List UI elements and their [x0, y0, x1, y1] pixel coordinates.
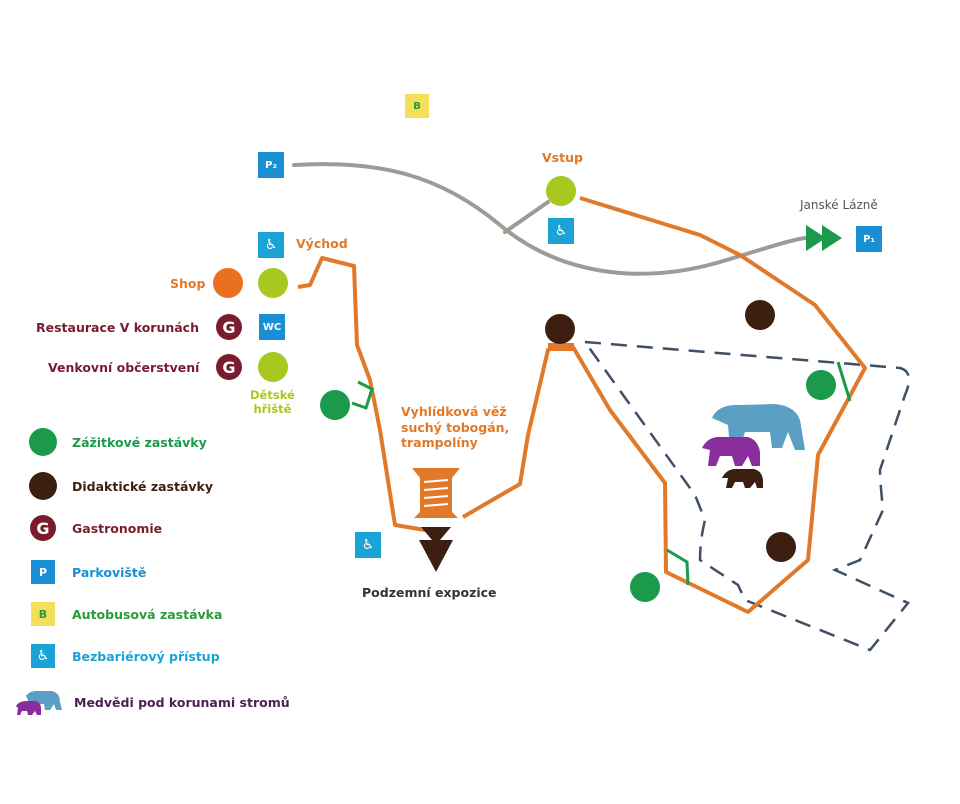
legend-label: Medvědi pod korunami stromů	[74, 694, 290, 710]
janske-lazne-label: Janské Lázně	[800, 198, 878, 212]
tower-label: Vyhlídková věž suchý tobogán, trampolíny	[401, 404, 510, 451]
parking-icon: P	[31, 560, 55, 584]
parking-1-marker[interactable]: P₁	[856, 226, 882, 252]
legend-item: Medvědi pod korunami stromů	[14, 688, 290, 716]
entrance-marker[interactable]	[546, 176, 576, 206]
shop-marker[interactable]	[213, 268, 243, 298]
entrance-label: Vstup	[542, 150, 583, 165]
wheelchair-icon: ♿	[258, 232, 284, 258]
legend-label: Autobusová zastávka	[72, 606, 223, 622]
outdoor-food-gastronomy-icon[interactable]: G	[216, 354, 242, 380]
shop-label: Shop	[170, 276, 206, 291]
legend-label: Bezbariérový přístup	[72, 648, 220, 664]
legend-item: P Parkoviště	[28, 558, 146, 586]
gate-marker	[351, 380, 374, 410]
legend-label: Gastronomie	[72, 520, 163, 536]
legend-item: Zážitkové zastávky	[28, 428, 207, 456]
gate-marker	[666, 548, 690, 586]
trail-platform	[548, 343, 574, 351]
restaurant-label: Restaurace V korunách	[36, 320, 199, 335]
road-branch	[503, 200, 550, 234]
wheelchair-icon: ♿	[31, 644, 55, 668]
trail-route-2	[461, 196, 867, 614]
exit-label: Východ	[296, 236, 348, 251]
gastronomy-icon: G	[30, 515, 56, 541]
lookout-tower-icon	[412, 468, 460, 518]
green-dot-icon	[29, 428, 57, 456]
parking-2-marker[interactable]: P₂	[258, 152, 284, 178]
playground-marker[interactable]	[258, 352, 288, 382]
bears-icon	[702, 404, 805, 488]
bus-stop-icon: B	[31, 602, 55, 626]
brown-dot-icon	[29, 472, 57, 500]
didactic-stop[interactable]	[745, 300, 775, 330]
outdoor-food-label: Venkovní občerstvení	[48, 360, 200, 375]
legend-label: Zážitkové zastávky	[72, 434, 207, 450]
direction-arrow-icon	[806, 225, 842, 251]
legend-item: Didaktické zastávky	[28, 472, 213, 500]
legend-label: Didaktické zastávky	[72, 478, 214, 494]
didactic-stop[interactable]	[545, 314, 575, 344]
legend-item: ♿ Bezbariérový přístup	[28, 642, 220, 670]
road-line	[292, 162, 807, 276]
bears-icon	[16, 690, 62, 715]
experience-stop[interactable]	[806, 370, 836, 400]
experience-stop[interactable]	[320, 390, 350, 420]
legend-item: G Gastronomie	[28, 514, 162, 542]
didactic-stop[interactable]	[766, 532, 796, 562]
experience-stop[interactable]	[630, 572, 660, 602]
legend-label: Parkoviště	[72, 564, 147, 580]
playground-label: Dětské hřiště	[250, 388, 295, 417]
underground-arrow-icon	[419, 527, 453, 572]
exit-marker[interactable]	[258, 268, 288, 298]
underground-label: Podzemní expozice	[362, 585, 497, 600]
restaurant-gastronomy-icon[interactable]: G	[216, 314, 242, 340]
legend-item: B Autobusová zastávka	[28, 600, 222, 628]
bus-stop-marker[interactable]: B	[405, 94, 429, 118]
wc-marker[interactable]: WC	[259, 314, 285, 340]
gate-marker	[836, 361, 852, 402]
trail-route	[297, 256, 426, 532]
bear-enclosure-boundary	[582, 340, 911, 652]
wheelchair-icon: ♿	[548, 218, 574, 244]
wheelchair-icon: ♿	[355, 532, 381, 558]
